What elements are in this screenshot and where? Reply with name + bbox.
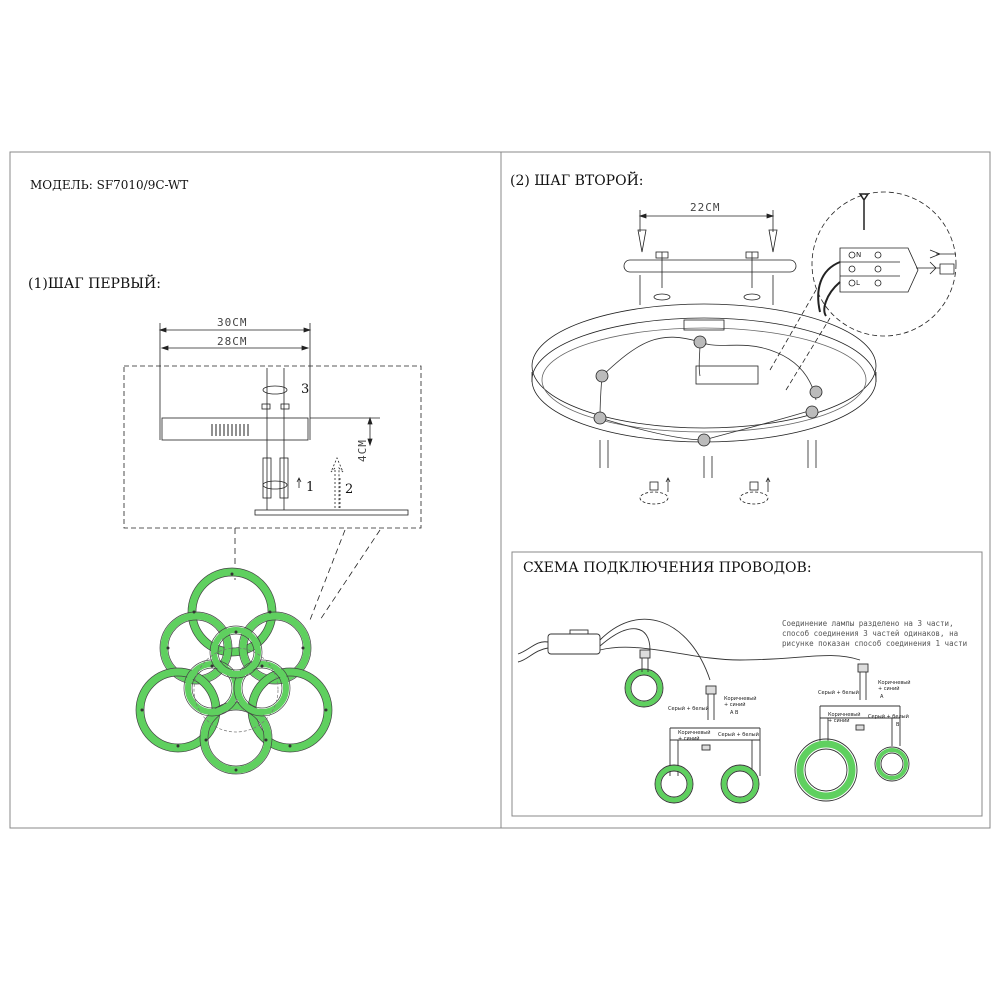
sheet-frame xyxy=(9,151,991,829)
terminal-n: N xyxy=(856,251,862,259)
callout-2: 2 xyxy=(345,482,354,497)
wiring-scheme-title: СХЕМА ПОДКЛЮЧЕНИЯ ПРОВОДОВ: xyxy=(523,560,812,576)
step2-drawing xyxy=(531,191,957,505)
step1-drawing xyxy=(123,323,422,621)
label-gray-white-2: Серый + белый xyxy=(718,732,759,738)
dim-mount-width: 22CM xyxy=(690,201,721,214)
wiring-note: Соединение лампы разделено на 3 части, с… xyxy=(782,619,967,649)
chandelier-top-view xyxy=(135,567,333,775)
wiring-note-line3: рисунке показан способ соединения 1 част… xyxy=(782,639,968,648)
label-brown-blue-2: Коричневый + синий xyxy=(678,730,711,742)
label-brown-blue-3: Коричневый + синий xyxy=(878,680,911,692)
step1-title: (1)ШАГ ПЕРВЫЙ: xyxy=(28,276,161,292)
label-gray-white-1: Серый + белый xyxy=(668,706,709,712)
label-ab-2: A xyxy=(880,694,884,700)
label-ab-3: B xyxy=(896,722,900,728)
label-ab-1: A B xyxy=(730,710,739,716)
label-brown-blue-4: Коричневый + синий xyxy=(828,712,861,724)
callout-1: 1 xyxy=(306,480,315,495)
wiring-scheme-frame xyxy=(511,551,983,817)
label-brown-blue-1: Коричневый + синий xyxy=(724,696,757,708)
label-gray-white-4: Серый + белый xyxy=(868,714,909,720)
step2-title: (2) ШАГ ВТОРОЙ: xyxy=(510,173,644,189)
wiring-note-line2: способ соединения 3 частей одинаков, на xyxy=(782,629,959,638)
callout-3: 3 xyxy=(301,382,310,397)
wiring-scheme-drawing xyxy=(517,618,910,804)
dim-height: 4CM xyxy=(356,439,369,462)
terminal-l: L xyxy=(856,279,860,287)
model-label: МОДЕЛЬ: SF7010/9C-WT xyxy=(30,178,189,192)
dim-outer-width: 30CM xyxy=(217,316,248,329)
dim-inner-width: 28CM xyxy=(217,335,248,348)
label-gray-white-3: Серый + белый xyxy=(818,690,859,696)
wiring-note-line1: Соединение лампы разделено на 3 части, xyxy=(782,619,954,628)
